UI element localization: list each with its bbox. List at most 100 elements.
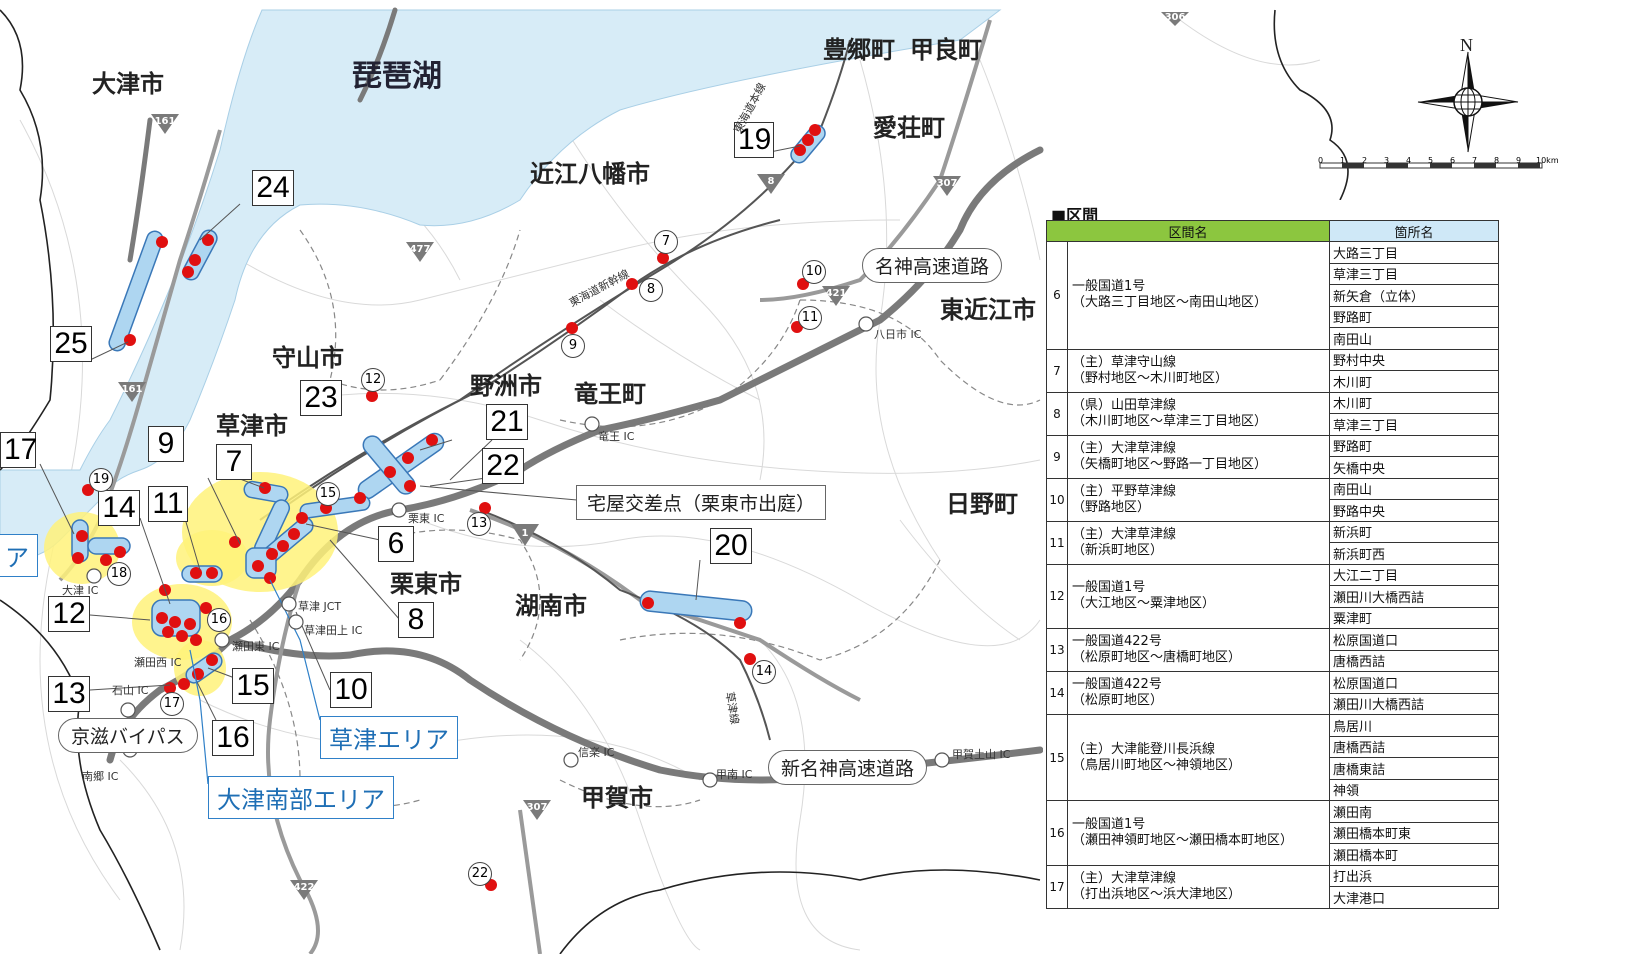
table-row: 15（主）大津能登川長浜線（鳥居川町地区～神領地区）鳥居川 xyxy=(1046,714,1499,801)
table-row: 唐橋東詰 xyxy=(1047,757,1499,780)
route-shield: 307 xyxy=(936,178,958,189)
city-label: 栗東市 xyxy=(390,570,462,598)
area-label-otsu-south[interactable]: 大津南部エリア xyxy=(208,776,394,819)
section-label[interactable]: 14 xyxy=(98,490,140,526)
scale-tick: 5 xyxy=(1428,156,1434,165)
scale-tick: 3 xyxy=(1384,156,1390,165)
section-label[interactable]: 12 xyxy=(48,596,90,632)
scale-tick: 9 xyxy=(1516,156,1522,165)
spot-name-cell: 瀬田南 xyxy=(1329,800,1499,823)
scale-tick: 4 xyxy=(1406,156,1412,165)
ic-label: 信楽 IC xyxy=(578,746,615,759)
point-number: 9 xyxy=(561,334,585,358)
area-label-kusatsu[interactable]: 草津エリア xyxy=(320,716,458,759)
section-name-cell: （主）平野草津線（野路地区） xyxy=(1067,477,1330,522)
city-label: 大津市 xyxy=(92,70,164,98)
header-spot-name: 箇所名 xyxy=(1329,220,1499,242)
section-name-cell: （主）大津草津線（矢橋町地区～野路一丁目地区） xyxy=(1067,434,1330,479)
section-name-cell: 一般国道422号（松原町地区～唐橋町地区） xyxy=(1067,628,1330,672)
spot-name-cell: 新浜町西 xyxy=(1329,542,1499,565)
table-row: 8（県）山田草津線（木川町地区～草津三丁目地区）木川町 xyxy=(1046,391,1499,436)
section-name-cell: （主）大津草津線（打出浜地区～浜大津地区） xyxy=(1067,864,1330,909)
point-number: 17 xyxy=(160,692,184,716)
section-label[interactable]: 11 xyxy=(148,486,188,522)
section-label[interactable]: 21 xyxy=(486,404,528,440)
city-label: 甲良町 xyxy=(910,36,982,64)
route-shield: 422 xyxy=(293,882,315,893)
section-label[interactable]: 17 xyxy=(0,432,37,468)
section-name-cell: （主）大津能登川長浜線（鳥居川町地区～神領地区） xyxy=(1067,714,1330,801)
city-label: 野洲市 xyxy=(470,372,542,400)
section-label[interactable]: 20 xyxy=(710,528,752,564)
section-road-name: （主）大津草津線 xyxy=(1072,870,1177,886)
city-label: 甲賀市 xyxy=(581,784,653,812)
intersection-callout: 宅屋交差点（栗東市出庭） xyxy=(576,485,827,520)
expressway-label: 京滋バイパス xyxy=(58,718,198,753)
ic-label: 甲賀土山 IC xyxy=(952,748,1011,761)
section-label[interactable]: 8 xyxy=(398,602,434,638)
scale-labels: 0 1 2 3 4 5 6 7 8 9 10km xyxy=(1312,156,1559,166)
ic-label: 甲南 IC xyxy=(716,768,753,781)
spot-name-cell: 瀬田川大橋西詰 xyxy=(1329,692,1499,715)
spot-name-cell: 唐橋西詰 xyxy=(1329,649,1499,672)
spot-name-cell: 新矢倉（立体） xyxy=(1329,284,1499,307)
section-number: 7 xyxy=(1046,348,1068,393)
scale-tick: 2 xyxy=(1362,156,1368,165)
section-label[interactable]: 16 xyxy=(212,720,254,756)
ic-label: 竜王 IC xyxy=(598,430,635,443)
table-row: 新矢倉（立体） xyxy=(1047,284,1499,307)
area-label-partial[interactable]: ア xyxy=(0,534,38,577)
city-label: 豊郷町 xyxy=(823,36,895,64)
spot-name-cell: 草津三丁目 xyxy=(1329,413,1499,436)
table-row: 11（主）大津草津線（新浜町地区）新浜町 xyxy=(1046,520,1499,565)
table-row: 瀬田橋本町東 xyxy=(1047,821,1499,844)
scale-tick: 6 xyxy=(1450,156,1456,165)
ic-label: 大津 IC xyxy=(62,584,99,597)
section-name-cell: （主）草津守山線（野村地区～木川町地区） xyxy=(1067,348,1330,393)
table-row: 大津港口 xyxy=(1047,886,1499,909)
points xyxy=(72,124,821,891)
ic-label: 草津 JCT xyxy=(298,600,342,613)
point-number: 16 xyxy=(207,608,231,632)
section-label[interactable]: 19 xyxy=(734,122,774,158)
section-label[interactable]: 10 xyxy=(330,672,372,708)
route-shield: 1 xyxy=(521,528,529,539)
scale-tick: 0 xyxy=(1318,156,1324,165)
spot-name-cell: 粟津町 xyxy=(1329,606,1499,629)
section-number: 9 xyxy=(1046,434,1068,479)
city-label: 草津市 xyxy=(216,412,288,440)
section-label[interactable]: 24 xyxy=(252,170,294,206)
section-label[interactable]: 25 xyxy=(50,326,92,362)
section-name-cell: 一般国道422号（松原町地区） xyxy=(1067,671,1330,715)
spot-name-cell: 打出浜 xyxy=(1329,864,1499,887)
section-label[interactable]: 15 xyxy=(232,668,274,704)
section-number: 8 xyxy=(1046,391,1068,436)
spot-name-cell: 矢橋中央 xyxy=(1329,456,1499,479)
city-label: 湖南市 xyxy=(515,592,587,620)
section-name-cell: 一般国道1号（瀬田神領町地区～瀬田橋本町地区） xyxy=(1067,800,1330,866)
ic-label: 瀬田西 IC xyxy=(134,656,182,669)
section-label[interactable]: 7 xyxy=(216,444,252,480)
section-label[interactable]: 6 xyxy=(378,526,414,562)
route-shield: 8 xyxy=(767,176,775,187)
spot-name-cell: 唐橋西詰 xyxy=(1329,735,1499,758)
city-label: 守山市 xyxy=(272,344,344,372)
point-number: 22 xyxy=(468,862,492,886)
spot-name-cell: 瀬田川大橋西詰 xyxy=(1329,585,1499,608)
expressway-label: 新名神高速道路 xyxy=(768,750,928,785)
section-district-range: （瀬田神領町地区～瀬田橋本町地区） xyxy=(1072,832,1294,848)
spot-name-cell: 大江二丁目 xyxy=(1329,563,1499,586)
section-district-range: （打出浜地区～浜大津地区） xyxy=(1072,886,1242,902)
spot-name-cell: 野村中央 xyxy=(1329,348,1499,371)
section-label[interactable]: 13 xyxy=(48,676,90,712)
section-label[interactable]: 23 xyxy=(300,380,342,416)
spot-name-cell: 南田山 xyxy=(1329,327,1499,350)
section-road-name: 一般国道1号 xyxy=(1072,580,1146,596)
section-label[interactable]: 9 xyxy=(148,426,184,462)
section-label[interactable]: 22 xyxy=(482,448,524,484)
section-number: 6 xyxy=(1046,241,1068,350)
section-number: 12 xyxy=(1046,563,1068,629)
compass-rose xyxy=(1417,51,1519,153)
route-shield: 477 xyxy=(409,244,431,255)
